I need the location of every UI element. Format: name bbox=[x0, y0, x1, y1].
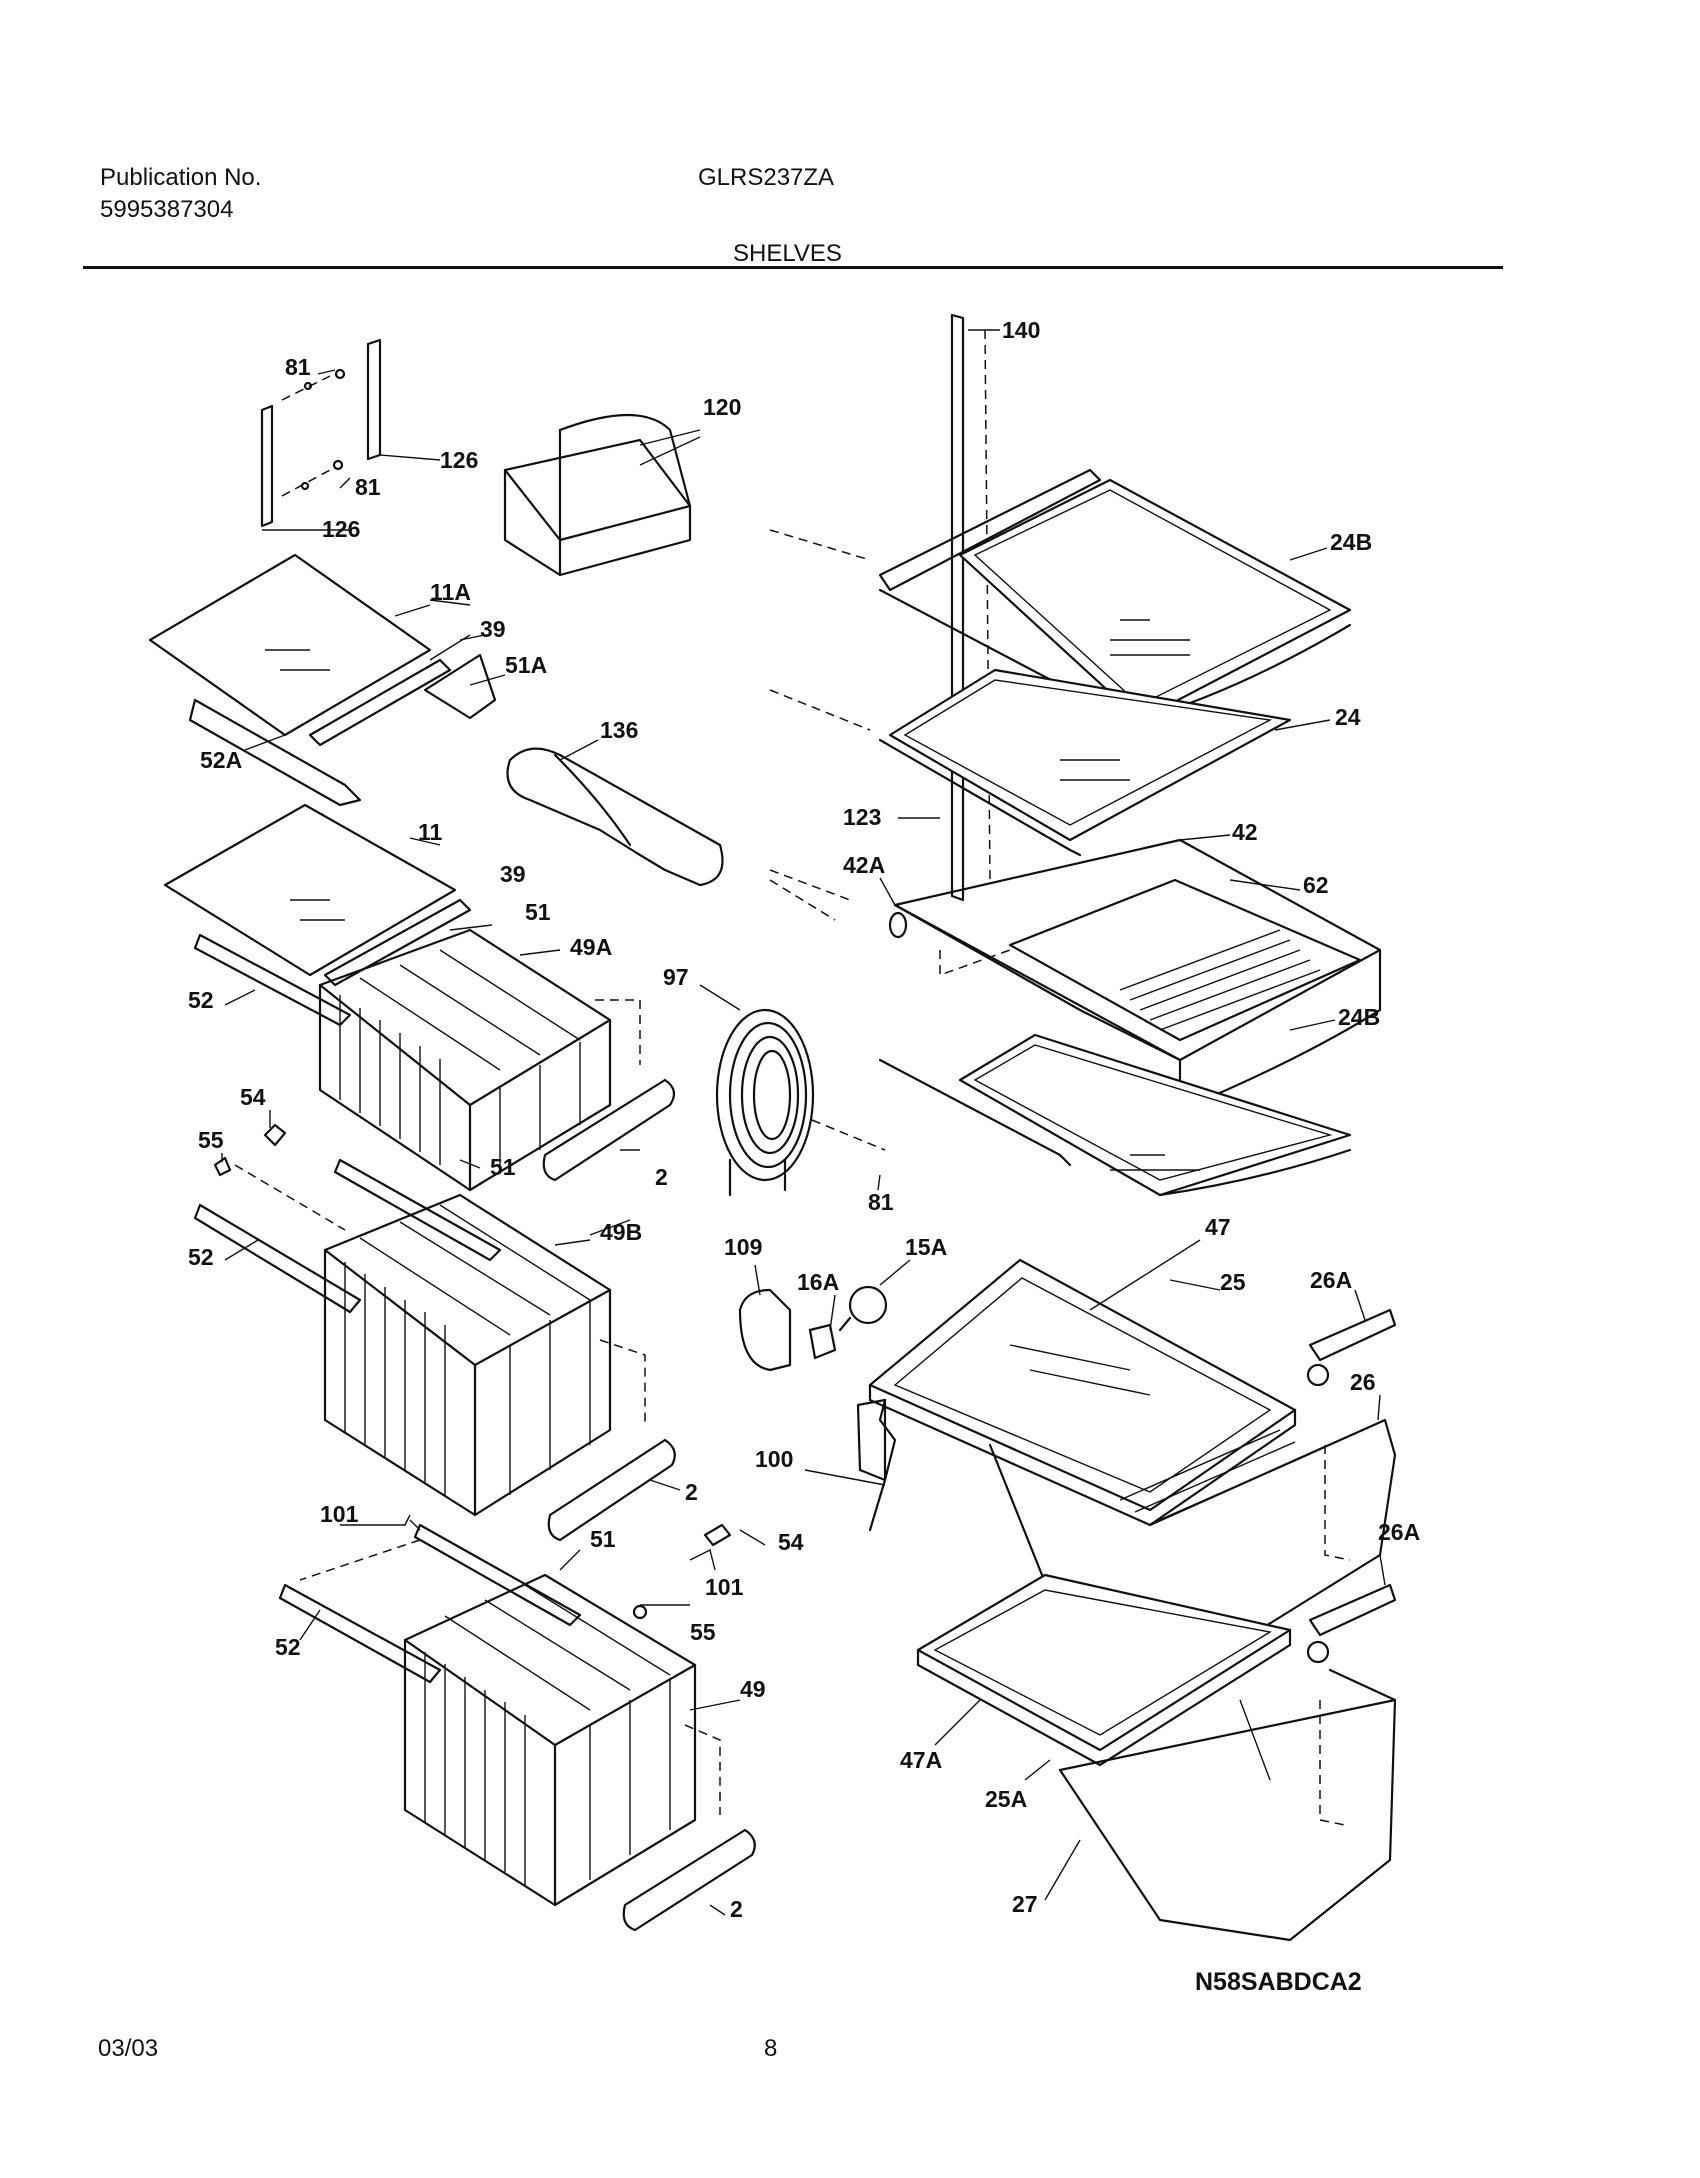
drawer-part bbox=[888, 838, 1382, 1112]
callout-label: 51 bbox=[590, 1526, 616, 1552]
callout-label: 123 bbox=[843, 804, 881, 830]
callout-label: 49B bbox=[600, 1219, 642, 1245]
callout-label: 126 bbox=[440, 447, 478, 473]
crisper-drawer-part bbox=[1058, 1668, 1397, 1942]
footer-date: 03/03 bbox=[98, 2035, 159, 2062]
glass-shelf-part bbox=[878, 668, 1292, 857]
callout-label: 54 bbox=[240, 1084, 266, 1110]
callout-label: 97 bbox=[663, 964, 689, 990]
callout-label: 52 bbox=[275, 1634, 301, 1660]
callout-label: 24B bbox=[1338, 1004, 1380, 1030]
callout-label: 47A bbox=[900, 1747, 942, 1773]
handle-part bbox=[547, 1339, 676, 1542]
bottle-holder-part bbox=[506, 747, 724, 887]
callout-label: 16A bbox=[797, 1269, 839, 1295]
callout-label: 52 bbox=[188, 1244, 214, 1270]
section-title: SHELVES bbox=[733, 240, 842, 267]
callout-label: 24 bbox=[1335, 704, 1361, 730]
callout-label: 126 bbox=[322, 516, 360, 542]
callout-label: 26 bbox=[1350, 1369, 1376, 1395]
callout-labels: 81 140 126 81 126 120 11A 39 51A 52A 136… bbox=[188, 317, 1420, 1922]
callout-label: 51 bbox=[525, 899, 551, 925]
callout-label: 62 bbox=[1303, 872, 1329, 898]
callout-label: 100 bbox=[755, 1446, 793, 1472]
callout-label: 120 bbox=[703, 394, 741, 420]
wire-basket-part bbox=[318, 928, 612, 1192]
callout-label: 24B bbox=[1330, 529, 1372, 555]
crisper-cover-part bbox=[916, 1573, 1292, 1767]
callout-label: 49 bbox=[740, 1676, 766, 1702]
wire-basket-part bbox=[323, 1193, 612, 1517]
callout-label: 52A bbox=[200, 747, 242, 773]
callout-label: 51 bbox=[490, 1154, 516, 1180]
callout-label: 39 bbox=[500, 861, 526, 887]
callout-label: 51A bbox=[505, 652, 547, 678]
callout-label: 52 bbox=[188, 987, 214, 1013]
screw-part bbox=[281, 368, 346, 497]
handle-part bbox=[542, 999, 676, 1182]
callout-label: 81 bbox=[355, 474, 381, 500]
light-housing-part bbox=[738, 1285, 888, 1372]
callout-label: 2 bbox=[685, 1479, 698, 1505]
shelf-part bbox=[148, 553, 497, 807]
clip-part bbox=[1306, 1308, 1397, 1664]
glass-shelf-part bbox=[878, 1033, 1352, 1197]
callout-label: 81 bbox=[868, 1189, 894, 1215]
callout-label: 27 bbox=[1012, 1891, 1038, 1917]
header-rule bbox=[83, 266, 1503, 269]
callout-label: 25 bbox=[1220, 1269, 1246, 1295]
mounting-bracket-part bbox=[260, 338, 441, 531]
wire-basket-part bbox=[403, 1573, 697, 1907]
callout-label: 42A bbox=[843, 852, 885, 878]
glass-shelf-part bbox=[878, 468, 1352, 722]
callout-leaders bbox=[221, 369, 1386, 1916]
model-number: GLRS237ZA bbox=[698, 164, 835, 191]
page-number: 8 bbox=[764, 2035, 778, 2062]
callout-label: 42 bbox=[1232, 819, 1258, 845]
callout-label: 81 bbox=[285, 354, 311, 380]
publication-number: 5995387304 bbox=[100, 196, 234, 223]
callout-label: 25A bbox=[985, 1786, 1027, 1812]
cover-part bbox=[769, 529, 897, 1532]
handle-part bbox=[622, 1724, 756, 1932]
screw-part bbox=[213, 1123, 287, 1177]
publication-label: Publication No. bbox=[100, 164, 262, 191]
rail-part bbox=[193, 1158, 502, 1314]
callout-label: 11 bbox=[418, 819, 443, 845]
rail-part bbox=[278, 1523, 732, 1684]
shelf-rail-part bbox=[950, 313, 1000, 902]
callout-label: 2 bbox=[730, 1896, 743, 1922]
bin-part bbox=[503, 413, 701, 577]
callout-label: 39 bbox=[480, 616, 506, 642]
diagram-code: N58SABDCA2 bbox=[1195, 1968, 1362, 1996]
shelf-part bbox=[163, 803, 472, 1027]
callout-label: 55 bbox=[198, 1127, 224, 1153]
callout-label: 26A bbox=[1378, 1519, 1420, 1545]
callout-label: 101 bbox=[320, 1501, 359, 1527]
crisper-cover-part bbox=[868, 1258, 1297, 1527]
callout-label: 15A bbox=[905, 1234, 947, 1260]
callout-label: 49A bbox=[570, 934, 612, 960]
callout-label: 101 bbox=[705, 1574, 744, 1600]
callout-label: 2 bbox=[655, 1164, 668, 1190]
callout-label: 55 bbox=[690, 1619, 716, 1645]
callout-label: 11A bbox=[430, 579, 471, 605]
callout-label: 109 bbox=[724, 1234, 762, 1260]
callout-label: 140 bbox=[1002, 317, 1040, 343]
callout-label: 26A bbox=[1310, 1267, 1352, 1293]
callout-label: 136 bbox=[600, 717, 638, 743]
callout-label: 47 bbox=[1205, 1214, 1231, 1240]
callout-label: 54 bbox=[778, 1529, 804, 1555]
condenser-coil-part bbox=[715, 879, 886, 1197]
